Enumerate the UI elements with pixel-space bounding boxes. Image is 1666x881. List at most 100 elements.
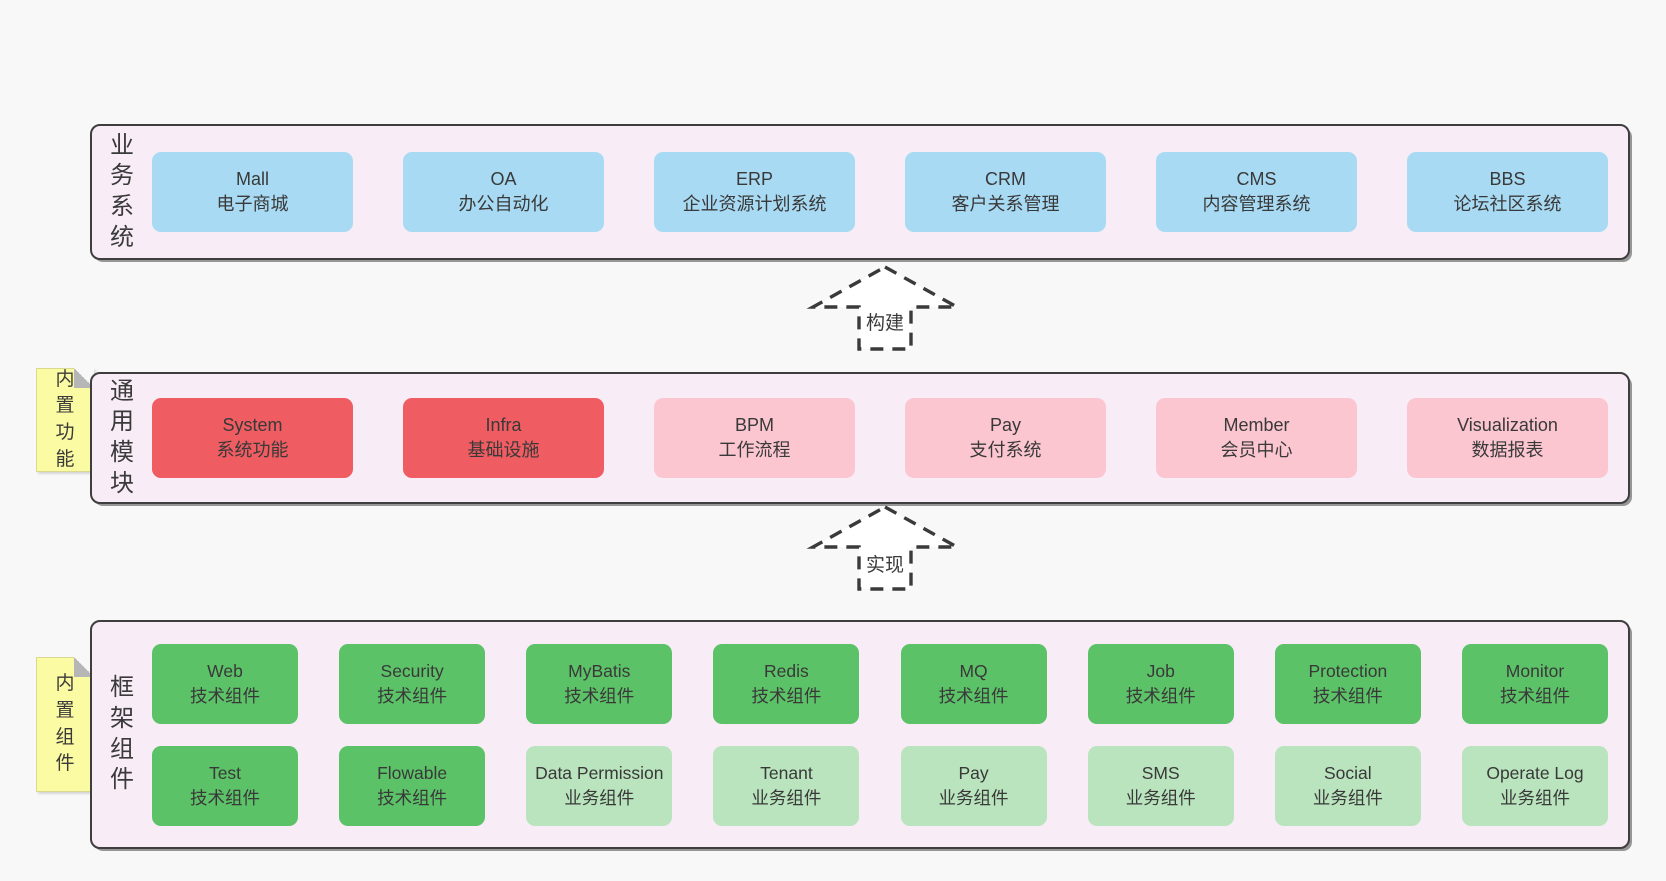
sticky-note-built-in-components: 内置组件 xyxy=(36,657,94,792)
module-subtitle: 工作流程 xyxy=(718,440,791,460)
folded-corner-icon xyxy=(74,368,94,388)
module-subtitle: 电子商城 xyxy=(216,194,289,214)
module-subtitle: 会员中心 xyxy=(1220,440,1293,460)
layer-label-framework-components: 框架组件 xyxy=(110,674,134,794)
module-subtitle: 技术组件 xyxy=(1312,685,1383,706)
module-subtitle: 技术组件 xyxy=(190,787,260,808)
module-name: Visualization xyxy=(1457,415,1558,435)
module-name: Operate Log xyxy=(1486,762,1584,783)
module-box-data-permission: Data Permission 业务组件 xyxy=(526,745,673,826)
module-subtitle: 企业资源计划系统 xyxy=(682,194,827,214)
module-name: BBS xyxy=(1489,169,1526,189)
module-box-tenant: Tenant 业务组件 xyxy=(713,745,860,826)
module-box-web: Web 技术组件 xyxy=(152,643,298,724)
module-name: MQ xyxy=(959,660,988,681)
module-name: Test xyxy=(208,762,242,783)
module-box-cms: CMS 内容管理系统 xyxy=(1156,152,1357,232)
module-subtitle: 技术组件 xyxy=(377,685,448,706)
module-name: Infra xyxy=(485,415,522,435)
module-subtitle: 客户关系管理 xyxy=(951,194,1060,214)
module-subtitle: 论坛社区系统 xyxy=(1453,194,1562,214)
module-box-protection: Protection 技术组件 xyxy=(1274,643,1421,724)
module-subtitle: 业务组件 xyxy=(1125,787,1196,808)
module-subtitle: 系统功能 xyxy=(216,440,289,460)
module-subtitle: 技术组件 xyxy=(190,685,260,706)
module-box-pay: Pay 业务组件 xyxy=(900,745,1047,826)
module-subtitle: 数据报表 xyxy=(1471,440,1544,460)
module-name: SMS xyxy=(1141,762,1180,783)
module-box-erp: ERP 企业资源计划系统 xyxy=(654,152,855,232)
module-name: Pay xyxy=(989,415,1022,435)
module-subtitle: 技术组件 xyxy=(377,787,448,808)
module-name: Job xyxy=(1146,660,1175,681)
module-name: Monitor xyxy=(1505,660,1565,681)
layer-common-modules: 通用模块 System 系统功能 Infra 基础设施 BPM 工作流程 Pay 支付系统 Me… xyxy=(90,372,1630,504)
sticky-note-text: 内置组件 xyxy=(55,673,75,775)
layer-label-business-systems: 业务系统 xyxy=(110,131,134,251)
module-row: Mall 电子商城 OA 办公自动化 ERP 企业资源计划系统 CRM 客户关系管理 CMS 内容… xyxy=(152,152,1608,232)
module-name: Tenant xyxy=(760,762,813,783)
module-subtitle: 技术组件 xyxy=(1499,685,1570,706)
up-arrow-implement-icon xyxy=(806,505,964,591)
module-subtitle: 基础设施 xyxy=(467,440,540,460)
module-name: Redis xyxy=(764,660,809,681)
module-box-system: System 系统功能 xyxy=(152,398,353,478)
module-name: System xyxy=(222,415,283,435)
module-subtitle: 业务组件 xyxy=(938,787,1009,808)
module-subtitle: 支付系统 xyxy=(969,440,1042,460)
module-subtitle: 技术组件 xyxy=(938,685,1009,706)
module-name: CMS xyxy=(1236,169,1277,189)
module-name: Data Permission xyxy=(535,762,664,783)
module-box-security: Security 技术组件 xyxy=(339,643,486,724)
module-box-oa: OA 办公自动化 xyxy=(403,152,604,232)
module-name: CRM xyxy=(985,169,1026,189)
module-box-crm: CRM 客户关系管理 xyxy=(905,152,1106,232)
folded-corner-icon xyxy=(74,657,94,677)
module-box-test: Test 技术组件 xyxy=(152,745,298,826)
module-name: Mall xyxy=(235,169,269,189)
module-box-bbs: BBS 论坛社区系统 xyxy=(1407,152,1608,232)
module-name: OA xyxy=(490,169,517,189)
module-name: Web xyxy=(207,660,243,681)
module-subtitle: 技术组件 xyxy=(564,685,635,706)
module-subtitle: 业务组件 xyxy=(564,787,635,808)
layer-business-systems: 业务系统 Mall 电子商城 OA 办公自动化 ERP 企业资源计划系统 CRM 客户关系管理… xyxy=(90,124,1630,260)
module-subtitle: 业务组件 xyxy=(751,787,822,808)
module-box-bpm: BPM 工作流程 xyxy=(654,398,855,478)
module-subtitle: 内容管理系统 xyxy=(1202,194,1311,214)
module-box-infra: Infra 基础设施 xyxy=(403,398,604,478)
sticky-note-built-in-features: 内置功能 xyxy=(36,368,94,472)
module-name: BPM xyxy=(734,415,774,435)
layer-rows: Mall 电子商城 OA 办公自动化 ERP 企业资源计划系统 CRM 客户关系管理 CMS 内容… xyxy=(152,126,1628,258)
module-name: Security xyxy=(380,660,444,681)
module-name: Pay xyxy=(958,762,989,783)
module-subtitle: 业务组件 xyxy=(1499,787,1570,808)
layer-label-common-modules: 通用模块 xyxy=(110,377,134,497)
sticky-note-text: 内置功能 xyxy=(55,368,75,470)
module-box-mall: Mall 电子商城 xyxy=(152,152,353,232)
module-box-operate-log: Operate Log 业务组件 xyxy=(1461,745,1608,826)
module-name: ERP xyxy=(735,169,773,189)
module-name: Protection xyxy=(1308,660,1388,681)
module-box-visualization: Visualization 数据报表 xyxy=(1407,398,1608,478)
module-box-pay: Pay 支付系统 xyxy=(905,398,1106,478)
module-box-job: Job 技术组件 xyxy=(1087,643,1234,724)
module-box-monitor: Monitor 技术组件 xyxy=(1461,643,1608,724)
module-subtitle: 办公自动化 xyxy=(458,194,549,214)
module-subtitle: 技术组件 xyxy=(1125,685,1196,706)
module-box-sms: SMS 业务组件 xyxy=(1087,745,1234,826)
up-arrow-build-icon xyxy=(806,265,964,351)
module-box-mq: MQ 技术组件 xyxy=(900,643,1047,724)
